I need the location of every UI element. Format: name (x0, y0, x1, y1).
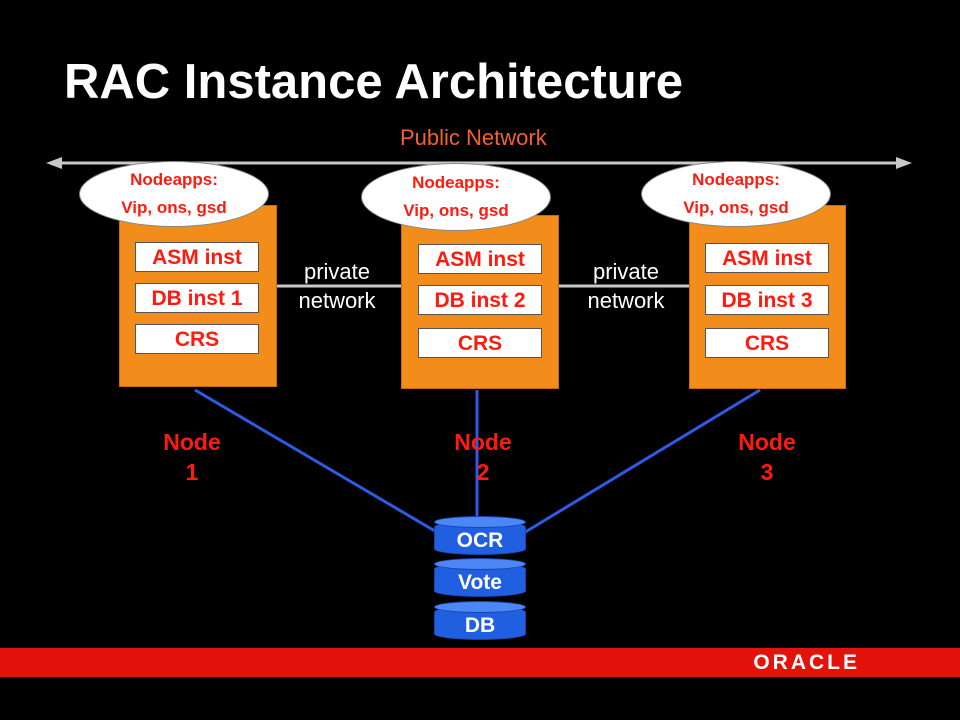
ocr-disk: OCR (434, 516, 526, 555)
private-network-1-line-1: private (303, 259, 371, 284)
storage-link-1 (194, 388, 441, 536)
crs-3: CRS (705, 328, 829, 358)
private-network-2-line-2: network (587, 288, 665, 313)
nodeapps-3: Nodeapps: Vip, ons, gsd (641, 161, 831, 227)
vote-label: Vote (458, 571, 502, 594)
nodeapps-3-line-1: Nodeapps: (692, 170, 780, 189)
crs-1: CRS (135, 324, 259, 354)
node-1-label: Node 1 (147, 427, 237, 487)
ocr-label: OCR (456, 529, 504, 552)
node-3-label-number: 3 (760, 459, 774, 485)
vote-disk: Vote (434, 558, 526, 597)
node-1-label-word: Node (163, 429, 221, 455)
node-2-label: Node 2 (438, 427, 528, 487)
nodeapps-2: Nodeapps: Vip, ons, gsd (361, 163, 551, 231)
node-3-label: Node 3 (722, 427, 812, 487)
private-network-label-1: private network (282, 257, 392, 315)
footer-bar: ORACLE (0, 648, 960, 677)
node-2-label-word: Node (454, 429, 512, 455)
storage-link-3 (521, 388, 761, 536)
node-2-label-number: 2 (476, 459, 490, 485)
nodeapps-1-line-1: Nodeapps: (130, 170, 218, 189)
private-network-label-2: private network (571, 257, 681, 315)
db-label: DB (464, 614, 496, 637)
oracle-logo: ORACLE (753, 651, 860, 674)
private-network-2-line-1: private (592, 259, 660, 284)
nodeapps-1: Nodeapps: Vip, ons, gsd (79, 161, 269, 227)
asm-inst-2: ASM inst (418, 244, 542, 274)
node-3-label-word: Node (738, 429, 796, 455)
public-network-label: Public Network (400, 125, 547, 150)
db-inst-3: DB inst 3 (705, 285, 829, 315)
node-1-label-number: 1 (185, 459, 199, 485)
asm-inst-3: ASM inst (705, 243, 829, 273)
page-title: RAC Instance Architecture (64, 55, 684, 109)
nodeapps-2-line-1: Nodeapps: (412, 173, 500, 192)
db-disk: DB (434, 601, 526, 640)
asm-inst-1: ASM inst (135, 242, 259, 272)
crs-2: CRS (418, 328, 542, 358)
db-inst-1: DB inst 1 (135, 283, 259, 313)
private-network-1-line-2: network (298, 288, 376, 313)
nodeapps-3-line-2: Vip, ons, gsd (683, 198, 789, 217)
nodeapps-1-line-2: Vip, ons, gsd (121, 198, 227, 217)
nodeapps-2-line-2: Vip, ons, gsd (403, 201, 509, 220)
db-inst-2: DB inst 2 (418, 285, 542, 315)
